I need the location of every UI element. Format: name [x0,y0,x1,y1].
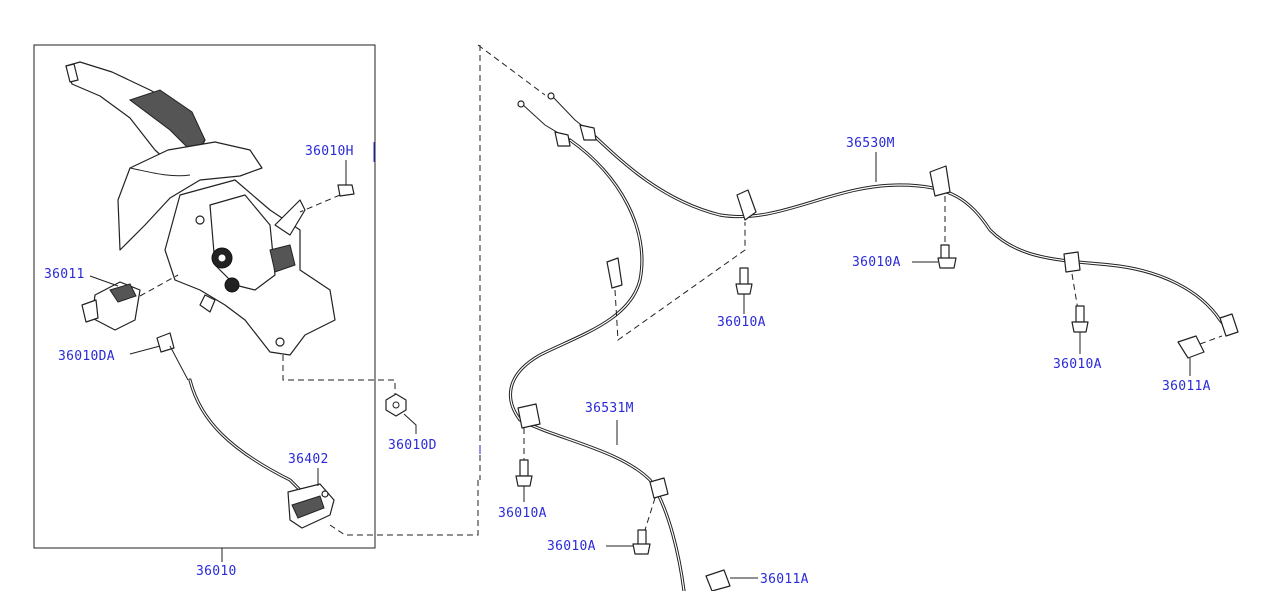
label-36010A-lower-left: 36010A [498,506,547,521]
bolt-36010H-icon [299,160,355,213]
label-36402: 36402 [288,452,329,467]
bolt-icon [912,244,957,269]
rear-cable-36530M [547,92,1239,337]
bolt-icon [515,459,533,502]
dashed-connector [329,44,546,536]
label-36531M: 36531M [585,401,634,416]
bolt-icon [1071,305,1089,354]
bolt-icon [735,267,753,314]
clip-36010DA-icon [129,332,175,355]
label-36010DA: 36010DA [58,349,115,364]
bracket-36011A-icon [705,569,758,591]
label-36010A-upper-center: 36010A [717,315,766,330]
lever-assembly-frame [33,44,376,549]
switch-36011-icon [81,274,179,331]
dashed-link [614,222,746,341]
nut-36010D-icon [282,355,417,434]
label-36010D: 36010D [388,438,437,453]
label-36530M: 36530M [846,136,895,151]
label-36010A-upper-right: 36010A [852,255,901,270]
parking-brake-lever [65,61,336,356]
label-36010A-right: 36010A [1053,357,1102,372]
label-36010A-lower-center: 36010A [547,539,596,554]
label-36011A-right: 36011A [1162,379,1211,394]
label-36010H: 36010H [305,144,354,159]
rear-cable-36531M [508,100,686,591]
bolt-icon [606,529,651,555]
bracket-36011A-icon [1177,335,1223,376]
label-36010: 36010 [196,564,237,579]
label-36011A-bottom: 36011A [760,572,809,587]
label-36011: 36011 [44,267,85,282]
cable-36402 [169,345,335,529]
